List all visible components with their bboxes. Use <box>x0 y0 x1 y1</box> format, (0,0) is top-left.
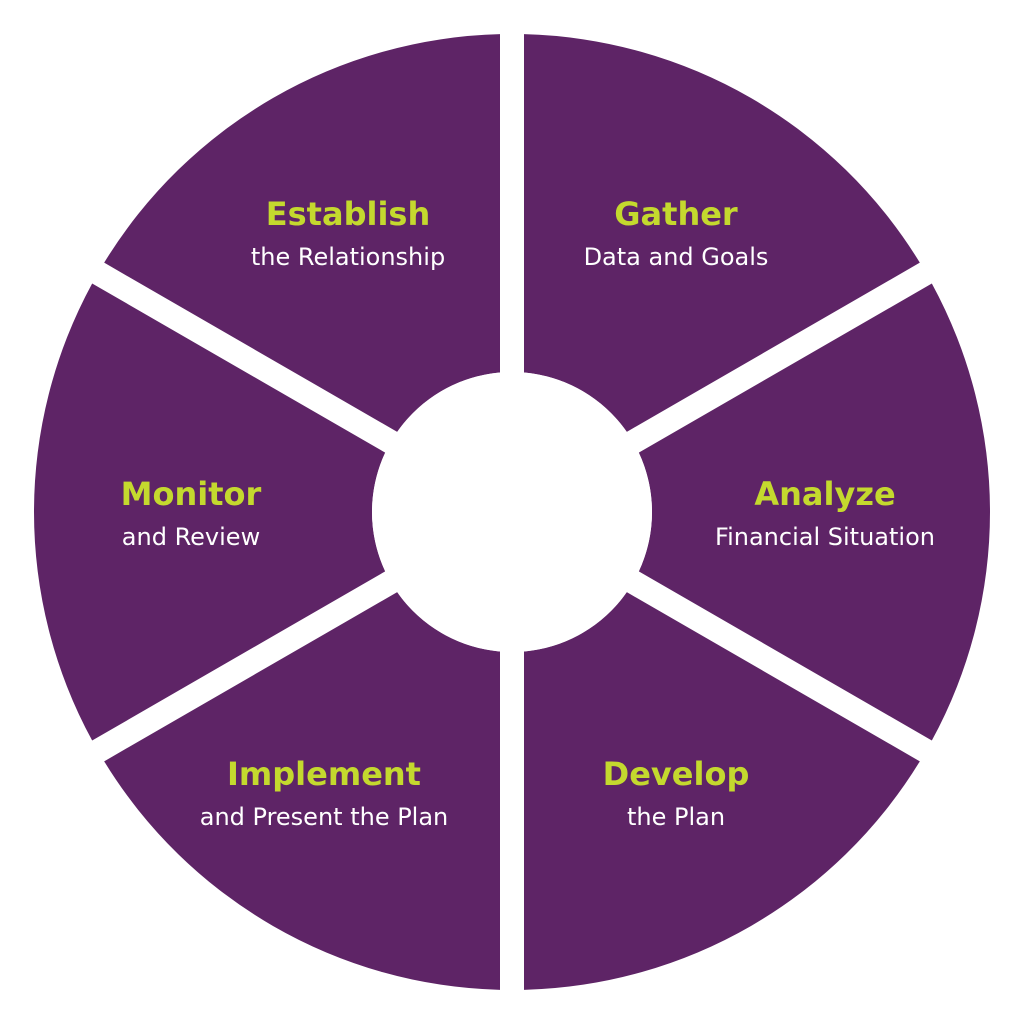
segment-layer <box>34 34 990 990</box>
segment-establish-subtitle: the Relationship <box>251 243 445 271</box>
segment-monitor-label: Monitor and Review <box>121 475 262 551</box>
segment-implement <box>104 592 501 990</box>
segment-monitor-title: Monitor <box>121 475 262 513</box>
segment-establish-label: Establish the Relationship <box>251 195 445 271</box>
segment-implement-title: Implement <box>227 755 421 793</box>
segment-develop-title: Develop <box>603 755 750 793</box>
segment-establish <box>104 34 501 432</box>
segment-gather-title: Gather <box>614 195 738 233</box>
segment-implement-label: Implement and Present the Plan <box>200 755 449 831</box>
segment-analyze <box>638 283 990 741</box>
segment-analyze-subtitle: Financial Situation <box>715 523 935 551</box>
segment-monitor <box>34 283 386 741</box>
segment-analyze-title: Analyze <box>754 475 895 513</box>
segment-gather <box>524 34 920 432</box>
segment-analyze-label: Analyze Financial Situation <box>715 475 935 551</box>
segment-establish-title: Establish <box>266 195 430 233</box>
segment-gather-subtitle: Data and Goals <box>584 243 769 271</box>
center-hub <box>372 372 652 652</box>
segment-develop <box>524 592 920 990</box>
segment-develop-subtitle: the Plan <box>627 803 725 831</box>
segment-develop-label: Develop the Plan <box>603 755 750 831</box>
segment-implement-subtitle: and Present the Plan <box>200 803 449 831</box>
segment-gather-label: Gather Data and Goals <box>584 195 769 271</box>
segment-monitor-subtitle: and Review <box>122 523 260 551</box>
